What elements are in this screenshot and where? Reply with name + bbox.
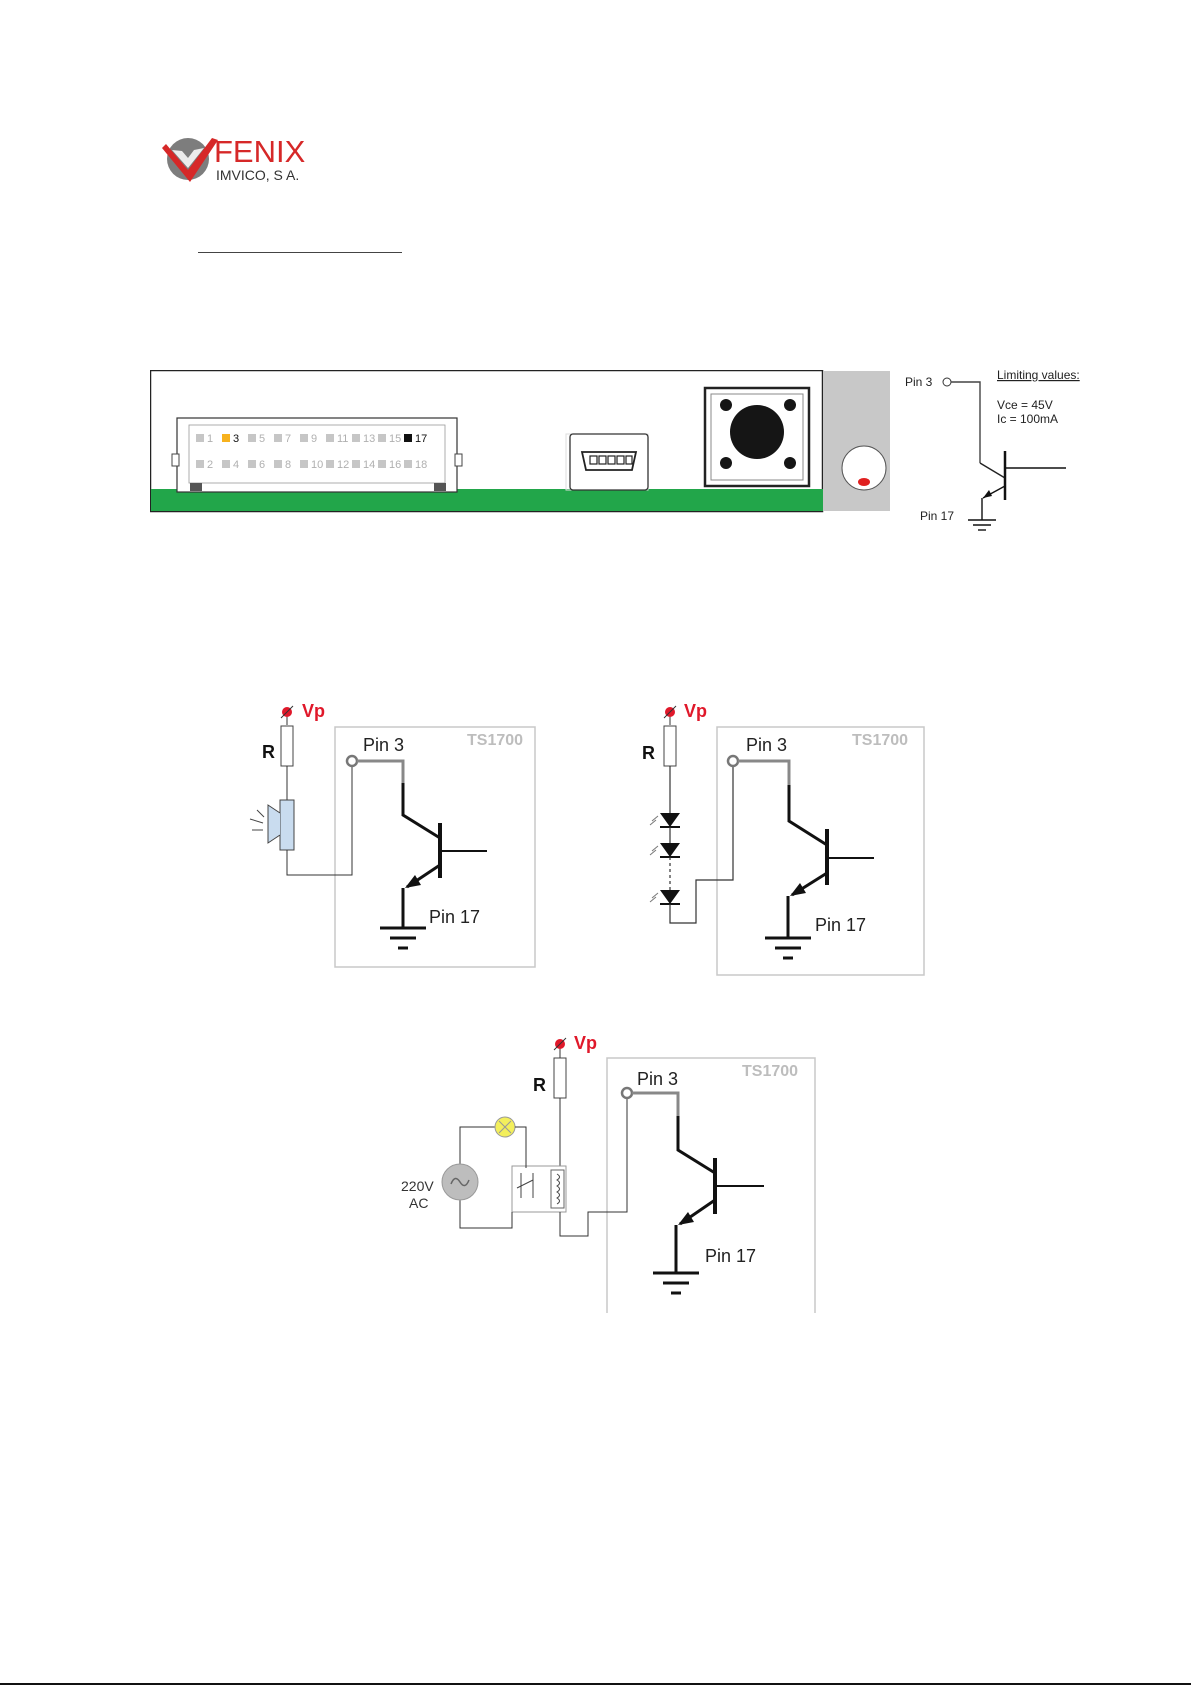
connector-pin-label: 4 — [233, 459, 239, 471]
pin3-label: Pin 3 — [746, 735, 787, 755]
connector-pin-marker — [274, 434, 282, 442]
device-label: TS1700 — [742, 1063, 798, 1080]
pin3-terminal-icon — [728, 756, 738, 766]
push-button-icon — [705, 388, 809, 486]
resistor-label: R — [262, 742, 275, 762]
connector-pin-label: 15 — [389, 433, 401, 445]
logo-company: IMVICO, S A. — [216, 167, 299, 183]
connector-pin-label: 1 — [207, 433, 213, 445]
emitter-arrow-icon — [405, 875, 421, 888]
pin3-terminal-icon — [622, 1088, 632, 1098]
pin17-label: Pin 17 — [429, 907, 480, 927]
ac-voltage-label: 220V — [401, 1178, 434, 1194]
pin3-label: Pin 3 — [363, 735, 404, 755]
schematic-leds: TS1700 Pin 3 Pin 17 Vp R — [620, 695, 935, 980]
emitter-arrow-icon — [678, 1212, 694, 1225]
connector-pin-label: 5 — [259, 433, 265, 445]
ts1700-frame — [335, 727, 535, 967]
lamp-icon — [495, 1117, 515, 1137]
spec-pin17-label: Pin 17 — [920, 509, 954, 523]
connector-pin-label: 18 — [415, 459, 427, 471]
logo-brand: FENIX — [214, 134, 306, 169]
connector-pin-marker — [352, 434, 360, 442]
board-end-panel — [823, 371, 890, 511]
connector-pin-label: 11 — [337, 433, 348, 445]
vp-label: Vp — [574, 1033, 597, 1053]
connector-pin-marker — [378, 434, 386, 442]
pin17-label: Pin 17 — [705, 1246, 756, 1266]
connector-pin-marker — [352, 460, 360, 468]
connector-pin-label: 6 — [259, 459, 265, 471]
ground-icon — [968, 520, 996, 530]
company-logo: FENIX IMVICO, S A. — [160, 130, 310, 190]
spec-pin3-label: Pin 3 — [905, 375, 933, 389]
device-label: TS1700 — [467, 732, 523, 749]
connector-pin-label: 7 — [285, 433, 291, 445]
connector-pin-label: 3 — [233, 433, 239, 445]
pin3-terminal-icon — [347, 756, 357, 766]
connector-pin-label: 8 — [285, 459, 291, 471]
connector-pin-marker — [378, 460, 386, 468]
ts1700-frame — [717, 727, 924, 975]
connector-pin-marker — [196, 434, 204, 442]
ac-type-label: AC — [409, 1195, 428, 1211]
ts1700-frame — [607, 1058, 815, 1313]
pin17-label: Pin 17 — [815, 915, 866, 935]
connector-pin-label: 17 — [415, 433, 427, 445]
connector-pin-label: 12 — [337, 459, 349, 471]
connector-pin-marker — [404, 460, 412, 468]
vce-value: Vce = 45V — [997, 398, 1053, 412]
connector-pin-marker — [300, 460, 308, 468]
connector-pin-marker — [326, 460, 334, 468]
led-icon — [650, 813, 680, 827]
vp-label: Vp — [302, 701, 325, 721]
resistor-label: R — [642, 743, 655, 763]
usb-mini-port — [566, 434, 648, 490]
led-icon — [650, 843, 680, 857]
schematic-relay: TS1700 Pin 3 Pin 17 Vp R 220V AC — [395, 1028, 820, 1313]
connector-pin-label: 16 — [389, 459, 401, 471]
connector-pin-label: 13 — [363, 433, 375, 445]
connector-pin-marker — [248, 460, 256, 468]
resistor-icon — [281, 726, 293, 766]
connector-pin-label: 9 — [311, 433, 317, 445]
ground-icon — [380, 928, 426, 948]
status-led-icon — [842, 446, 886, 490]
connector-pin-marker — [274, 460, 282, 468]
connector-pin-marker — [196, 460, 204, 468]
resistor-icon — [554, 1058, 566, 1098]
ac-source-icon — [442, 1164, 478, 1200]
resistor-label: R — [533, 1075, 546, 1095]
section-heading-underline — [198, 252, 402, 253]
connector-pin-label: 2 — [207, 459, 213, 471]
ground-icon — [653, 1273, 699, 1293]
logo-mark-icon — [162, 138, 218, 182]
connector-pin-marker — [222, 460, 230, 468]
ic-value: Ic = 100mA — [997, 412, 1058, 426]
connector-pin-marker — [300, 434, 308, 442]
emitter-arrow-icon — [790, 883, 806, 896]
relay-icon — [512, 1166, 566, 1212]
vp-label: Vp — [684, 701, 707, 721]
connector-pin-marker — [326, 434, 334, 442]
connector-pin-label: 10 — [311, 459, 323, 471]
connector-pin-marker — [248, 434, 256, 442]
connector-pin-marker — [222, 434, 230, 442]
resistor-icon — [664, 726, 676, 766]
emitter-arrow-icon — [983, 490, 992, 498]
led-icon — [650, 890, 680, 904]
device-label: TS1700 — [852, 732, 908, 749]
connector-pin-marker — [404, 434, 412, 442]
pin3-label: Pin 3 — [637, 1069, 678, 1089]
schematic-buzzer: TS1700 Pin 3 Pin 17 Vp R — [235, 695, 545, 970]
connector-pin-label: 14 — [363, 459, 375, 471]
ground-icon — [765, 938, 811, 958]
limiting-values-title: Limiting values: — [997, 368, 1080, 382]
output-transistor-diagram: Pin 3 Pin 17 Limiting values: Vce = 45V … — [900, 368, 1100, 540]
buzzer-icon — [250, 800, 294, 850]
pin3-terminal-icon — [943, 378, 951, 386]
